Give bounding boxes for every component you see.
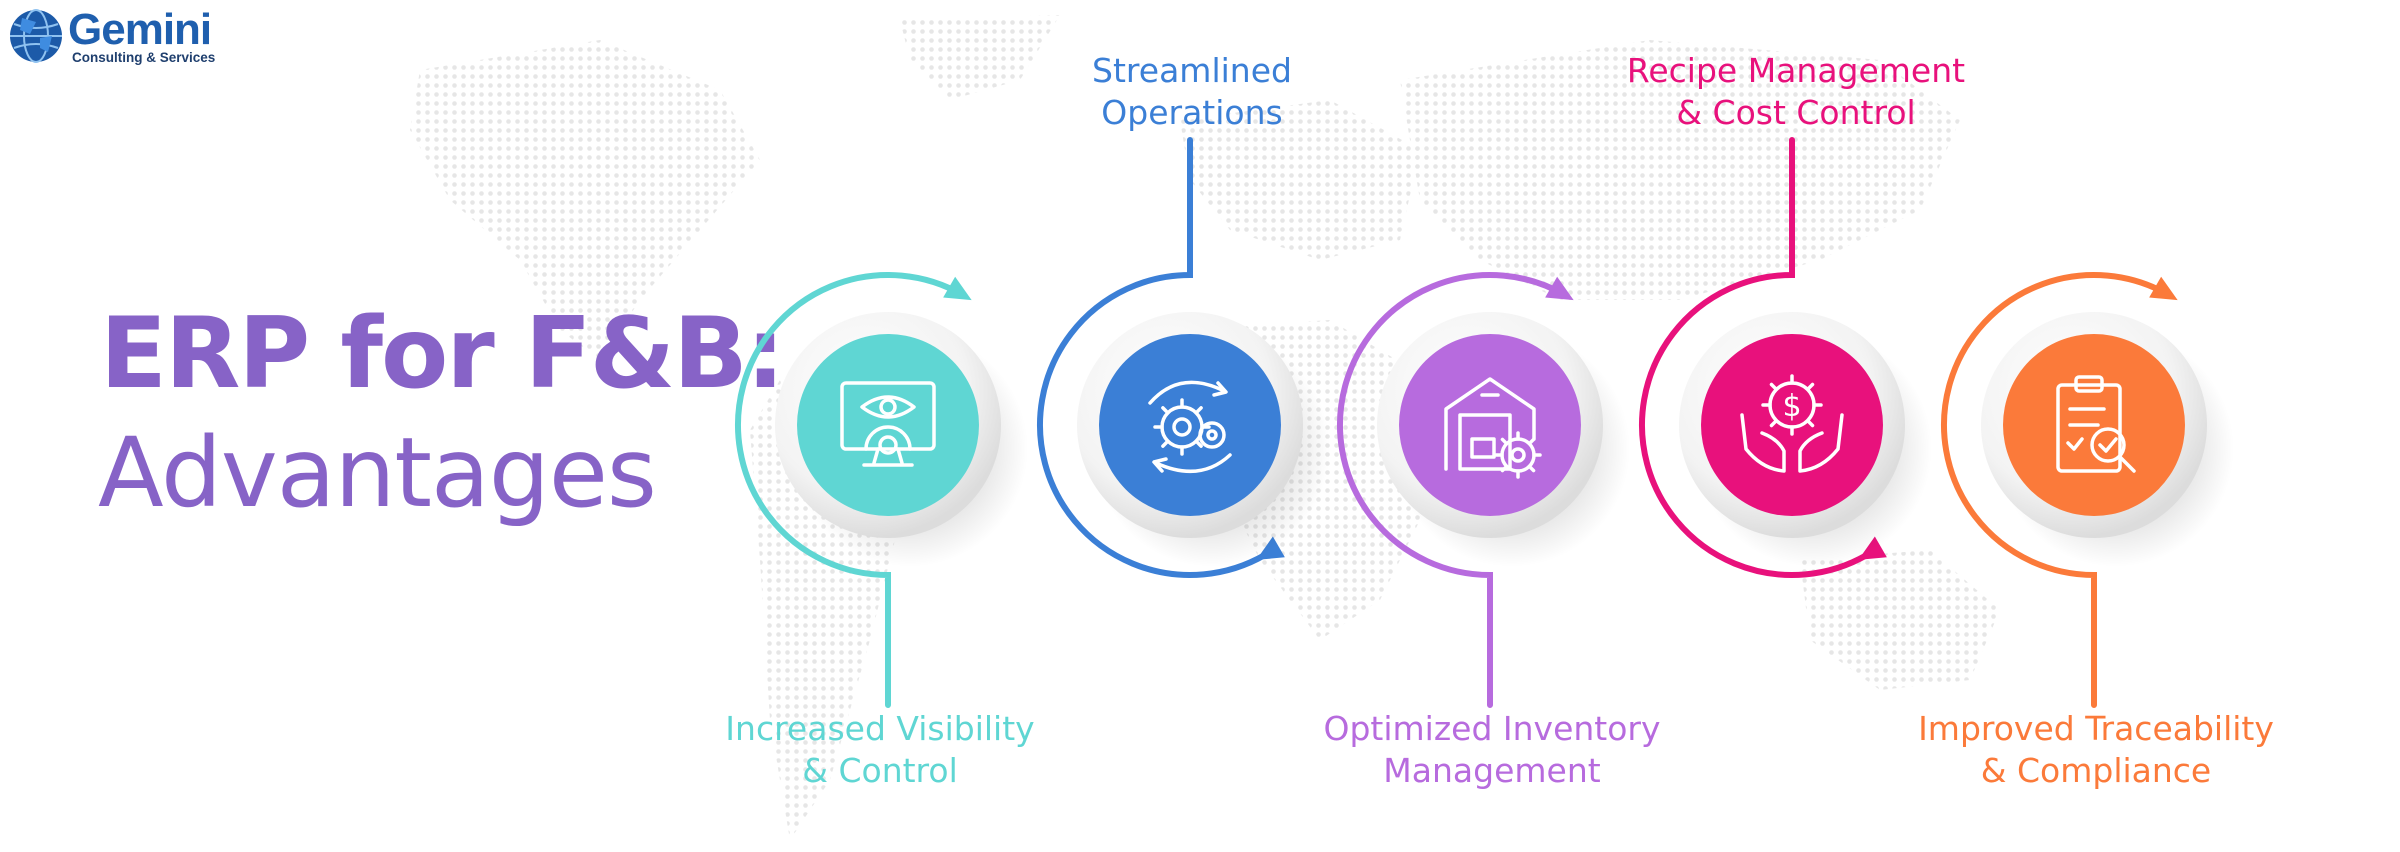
brand-name: Gemini bbox=[68, 5, 212, 54]
step-2-label-line1: Streamlined bbox=[1092, 51, 1292, 90]
step-1-label: Increased Visibility & Control bbox=[670, 708, 1090, 792]
step-5-node bbox=[1981, 312, 2234, 567]
brand-logo[interactable]: Gemini Consulting & Services bbox=[8, 6, 223, 66]
step-1-label-line1: Increased Visibility bbox=[725, 709, 1035, 748]
step-1-arrow-icon bbox=[943, 276, 972, 301]
gears-cycle-icon bbox=[1148, 380, 1232, 474]
step-3-label-line2: Management bbox=[1383, 751, 1601, 790]
step-4-label: Recipe Management & Cost Control bbox=[1586, 50, 2006, 134]
step-4-connector bbox=[1639, 137, 1870, 578]
hands-money-gear-icon: $ bbox=[1740, 374, 1844, 473]
step-2-node bbox=[1077, 312, 1330, 567]
step-5-label: Improved Traceability & Compliance bbox=[1886, 708, 2306, 792]
step-4-label-line1: Recipe Management bbox=[1626, 51, 1966, 90]
page-subtitle: Advantages bbox=[98, 417, 657, 529]
step-3-connector bbox=[1337, 272, 1568, 708]
clipboard-check-icon bbox=[2056, 375, 2136, 473]
step-3-node bbox=[1377, 312, 1630, 567]
step-3-arrow-icon bbox=[1545, 276, 1574, 301]
step-2-label: Streamlined Operations bbox=[982, 50, 1402, 134]
step-1-node bbox=[775, 312, 1028, 567]
step-2-label-line2: Operations bbox=[1101, 93, 1283, 132]
step-5-label-line2: & Compliance bbox=[1980, 751, 2212, 790]
svg-text:$: $ bbox=[1782, 389, 1801, 424]
step-4-node: $ bbox=[1679, 312, 1932, 567]
step-5-arrow-icon bbox=[2149, 276, 2178, 301]
step-5-connector bbox=[1941, 272, 2172, 708]
step-3-label-line1: Optimized Inventory bbox=[1323, 709, 1661, 748]
step-1-connector bbox=[735, 272, 966, 708]
brand-tagline: Consulting & Services bbox=[72, 50, 216, 65]
step-1-label-line2: & Control bbox=[802, 751, 958, 790]
globe-icon bbox=[10, 9, 62, 63]
step-5-label-line1: Improved Traceability bbox=[1918, 709, 2274, 748]
monitor-eye-gear-icon bbox=[840, 381, 936, 467]
step-3-label: Optimized Inventory Management bbox=[1282, 708, 1702, 792]
step-2-connector bbox=[1037, 137, 1268, 578]
warehouse-gear-icon bbox=[1444, 377, 1542, 479]
step-4-label-line2: & Cost Control bbox=[1676, 93, 1916, 132]
page-title: ERP for F&B: bbox=[100, 297, 785, 411]
